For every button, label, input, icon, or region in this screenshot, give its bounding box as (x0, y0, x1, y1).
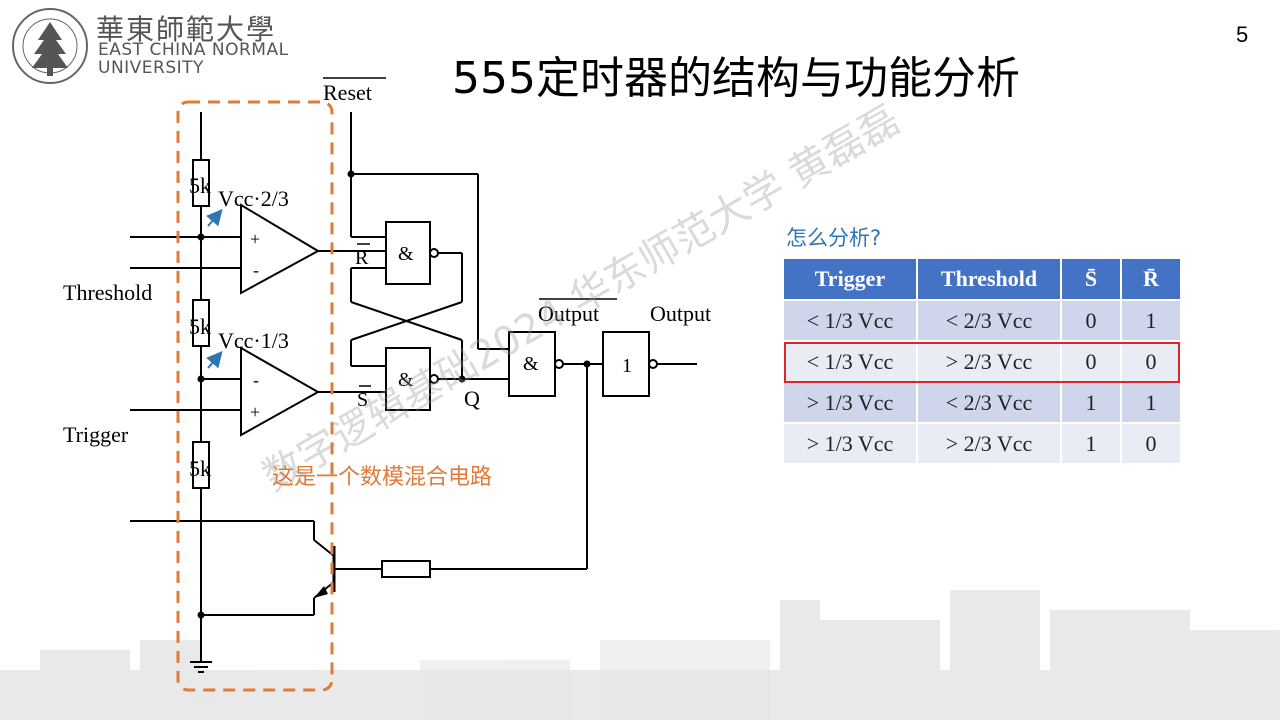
table-row: > 1/3 Vcc < 2/3 Vcc 1 1 (784, 381, 1180, 423)
campus-background (0, 560, 1280, 720)
not-gate (602, 331, 650, 397)
and-gate-2-symbol: & (398, 369, 414, 391)
table-caption: 怎么分析? (786, 226, 882, 250)
comp1-plus: + (250, 229, 260, 249)
table-row: < 1/3 Vcc < 2/3 Vcc 0 1 (784, 299, 1180, 341)
r-bar-label: R (355, 247, 369, 269)
reset-label: Reset (323, 80, 372, 105)
header-s-bar: S̄ (1061, 259, 1122, 300)
cell: 1 (1061, 422, 1122, 463)
vref-low-label: Vcc·1/3 (218, 328, 289, 353)
cell: < 1/3 Vcc (784, 299, 918, 341)
and-gate-output (508, 331, 556, 397)
table-header-row: Trigger Threshold S̄ R̄ (784, 259, 1180, 300)
logo-name-cn: 華東師範大學 (96, 13, 277, 46)
cell: < 2/3 Vcc (917, 381, 1062, 423)
header-threshold: Threshold (917, 259, 1062, 300)
and-gate-upper (385, 221, 431, 285)
highlight-row-box (784, 342, 1180, 383)
circuit-diagram: Reset 5k 5k 5k Vcc·2/3 Vcc·1/3 + - - + T… (63, 77, 711, 692)
resistor-3-label: 5k (189, 456, 211, 481)
table-row: > 1/3 Vcc > 2/3 Vcc 1 0 (784, 422, 1180, 463)
cell: 0 (1061, 340, 1122, 382)
cell: < 2/3 Vcc (917, 299, 1062, 341)
cell: > 2/3 Vcc (917, 422, 1062, 463)
and-gate-3-symbol: & (523, 353, 539, 375)
s-bar-label: S (357, 389, 368, 411)
trigger-label: Trigger (63, 422, 129, 447)
cell: > 2/3 Vcc (917, 340, 1062, 382)
output-bar-label: Output (538, 301, 599, 326)
table-row: < 1/3 Vcc > 2/3 Vcc 0 0 (784, 340, 1180, 382)
q-label: Q (464, 386, 480, 411)
resistor-2-label: 5k (189, 314, 211, 339)
logo-name-en-line1: EAST CHINA NORMAL (98, 40, 289, 60)
page-number: 5 (1236, 22, 1249, 47)
cell: > 1/3 Vcc (784, 381, 918, 423)
comparator-lower (240, 346, 321, 437)
comparator-upper (240, 203, 321, 295)
university-seal-logo (12, 8, 88, 84)
and-gate-lower (385, 347, 431, 411)
output-label: Output (650, 301, 711, 326)
base-resistor (381, 560, 431, 578)
analog-section-box (176, 100, 334, 692)
slide-title: 555定时器的结构与功能分析 (452, 53, 1020, 104)
comp2-minus: - (253, 370, 259, 390)
cell: 1 (1061, 381, 1122, 423)
header-trigger: Trigger (784, 259, 918, 300)
comp1-minus: - (253, 260, 259, 280)
cell: 0 (1121, 422, 1180, 463)
and-gate-1-symbol: & (398, 243, 414, 265)
vref-high-label: Vcc·2/3 (218, 186, 289, 211)
threshold-label: Threshold (63, 280, 152, 305)
mixed-signal-annotation: 这是一个数模混合电路 (272, 465, 492, 490)
truth-table: Trigger Threshold S̄ R̄ < 1/3 Vcc < 2/3 … (784, 259, 1180, 463)
cell: 1 (1121, 381, 1180, 423)
cell: 0 (1061, 299, 1122, 341)
not-gate-symbol: 1 (622, 355, 632, 377)
cell: 1 (1121, 299, 1180, 341)
resistor-1-label: 5k (189, 173, 211, 198)
comp2-plus: + (250, 402, 260, 422)
logo-name-en-line2: UNIVERSITY (98, 58, 204, 78)
header-r-bar: R̄ (1121, 259, 1180, 300)
cell: > 1/3 Vcc (784, 422, 918, 463)
